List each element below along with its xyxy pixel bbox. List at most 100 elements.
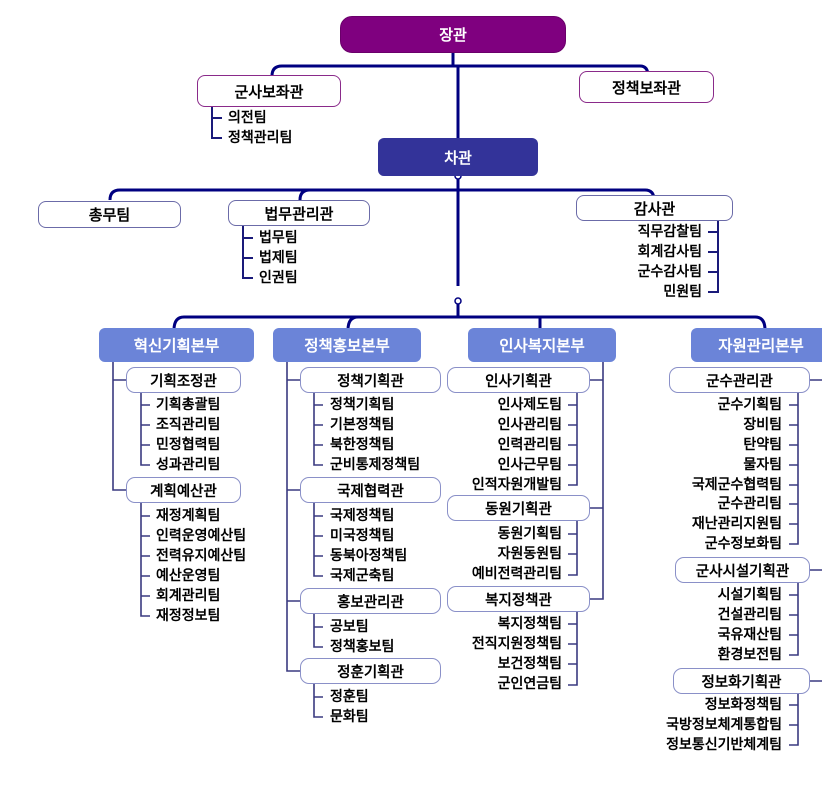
office-pr-management[interactable]: 홍보관리관 <box>300 588 441 614</box>
office-mobilization-planning[interactable]: 동원기획관 <box>447 495 590 521</box>
audit-office-box[interactable]: 감사관 <box>576 195 733 221</box>
team-item: 예산운영팀 <box>156 568 221 584</box>
minister-box[interactable]: 장관 <box>340 16 566 53</box>
team-item: 전력유지예산팀 <box>156 548 247 564</box>
vice-minister-box[interactable]: 차관 <box>378 138 538 176</box>
team-item: 인사근무팀 <box>497 457 562 473</box>
office-label: 군사시설기획관 <box>695 563 790 580</box>
team-item: 국제군수협력팀 <box>691 477 782 493</box>
team-item: 재정계획팀 <box>156 508 221 524</box>
team-item: 자원동원팀 <box>497 546 562 562</box>
hq-policy-pr[interactable]: 정책홍보본부 <box>273 328 421 362</box>
team-item: 국방정보체계통합팀 <box>666 717 782 733</box>
team-item: 회계관리팀 <box>156 588 221 604</box>
team-item: 정훈팀 <box>330 689 369 705</box>
team-item: 미국정책팀 <box>330 528 395 544</box>
office-label: 동원기획관 <box>485 501 552 518</box>
team-item: 인사제도팀 <box>497 397 562 413</box>
team-item: 정보화정책팀 <box>704 697 782 713</box>
team-logistics-audit: 군수감사팀 <box>637 264 702 280</box>
military-advisor-label: 군사보좌관 <box>234 82 304 101</box>
team-item: 군수정보화팀 <box>704 536 782 552</box>
general-affairs-box[interactable]: 총무팀 <box>38 201 181 228</box>
minister-label: 장관 <box>439 26 467 44</box>
office-label: 군수관리관 <box>706 373 773 390</box>
office-personnel-planning[interactable]: 인사기획관 <box>447 367 590 393</box>
office-label: 국제협력관 <box>337 483 404 500</box>
team-item: 인적자원개발팀 <box>471 477 562 493</box>
team-item: 국제정책팀 <box>330 508 395 524</box>
office-policy-planning[interactable]: 정책기획관 <box>300 367 441 393</box>
hq-label: 혁신기획본부 <box>133 337 220 355</box>
office-planning-coordination[interactable]: 기획조정관 <box>126 367 241 393</box>
hq-innovation-planning[interactable]: 혁신기획본부 <box>99 328 254 362</box>
team-item: 재정정보팀 <box>156 608 221 624</box>
team-civil-petition: 민원팀 <box>663 284 702 300</box>
team-item: 군인연금팀 <box>497 676 562 692</box>
office-label: 기획조정관 <box>150 373 217 390</box>
team-item: 인력관리팀 <box>497 437 562 453</box>
team-item: 재난관리지원팀 <box>691 516 782 532</box>
team-item: 동북아정책팀 <box>330 548 408 564</box>
office-logistics-management[interactable]: 군수관리관 <box>669 367 810 393</box>
legal-office-label: 법무관리관 <box>264 204 334 223</box>
team-item: 공보팀 <box>330 619 369 635</box>
office-label: 정훈기획관 <box>337 664 404 681</box>
team-item: 기본정책팀 <box>330 417 395 433</box>
office-military-facilities[interactable]: 군사시설기획관 <box>675 557 810 583</box>
team-item: 조직관리팀 <box>156 417 221 433</box>
hq-personnel-welfare[interactable]: 인사복지본부 <box>468 328 616 362</box>
office-label: 인사기획관 <box>485 373 552 390</box>
vice-minister-label: 차관 <box>444 148 472 167</box>
team-item: 기획총괄팀 <box>156 397 221 413</box>
team-item: 탄약팀 <box>743 437 782 453</box>
team-item: 군비통제정책팀 <box>330 457 421 473</box>
team-item: 전직지원정책팀 <box>471 636 562 652</box>
team-item: 국유재산팀 <box>717 627 782 643</box>
team-item: 복지정책팀 <box>497 616 562 632</box>
office-welfare-policy[interactable]: 복지정책관 <box>447 586 590 612</box>
team-item: 인사관리팀 <box>497 417 562 433</box>
team-item: 장비팀 <box>743 417 782 433</box>
team-legal: 법무팀 <box>259 230 298 246</box>
team-duty-inspection: 직무감찰팀 <box>637 224 702 240</box>
team-item: 성과관리팀 <box>156 457 221 473</box>
hq-label: 정책홍보본부 <box>304 337 390 355</box>
team-item: 정보통신기반체계팀 <box>666 737 782 753</box>
team-item: 동원기획팀 <box>497 526 562 542</box>
team-ceremony: 의전팀 <box>228 110 267 126</box>
team-item: 정책기획팀 <box>330 397 395 413</box>
team-item: 문화팀 <box>330 709 369 725</box>
team-item: 국제군축팀 <box>330 568 395 584</box>
team-policy-management: 정책관리팀 <box>228 130 293 146</box>
team-item: 군수관리팀 <box>717 496 782 512</box>
office-label: 정책기획관 <box>337 373 404 390</box>
team-item: 민정협력팀 <box>156 437 221 453</box>
team-item: 예비전력관리팀 <box>471 566 562 582</box>
hq-resource-management[interactable]: 자원관리본부 <box>691 328 822 362</box>
legal-office-box[interactable]: 법무관리관 <box>228 200 370 226</box>
policy-advisor-label: 정책보좌관 <box>611 78 681 97</box>
team-accounting-audit: 회계감사팀 <box>637 244 702 260</box>
office-label: 계획예산관 <box>150 483 217 500</box>
team-legislation: 법제팀 <box>259 250 298 266</box>
team-item: 보건정책팀 <box>497 656 562 672</box>
policy-advisor-box[interactable]: 정책보좌관 <box>579 71 714 103</box>
team-human-rights: 인권팀 <box>259 270 298 286</box>
office-informatization-planning[interactable]: 정보화기획관 <box>673 668 810 694</box>
team-item: 정책홍보팀 <box>330 639 395 655</box>
office-troop-information[interactable]: 정훈기획관 <box>300 658 441 684</box>
audit-office-label: 감사관 <box>633 199 676 218</box>
office-label: 홍보관리관 <box>337 594 404 611</box>
team-item: 북한정책팀 <box>330 437 395 453</box>
military-advisor-box[interactable]: 군사보좌관 <box>197 75 341 107</box>
office-plan-budget[interactable]: 계획예산관 <box>126 477 241 503</box>
team-item: 건설관리팀 <box>717 607 782 623</box>
general-affairs-label: 총무팀 <box>88 206 131 224</box>
team-item: 인력운영예산팀 <box>156 528 247 544</box>
office-international-cooperation[interactable]: 국제협력관 <box>300 477 441 503</box>
hq-label: 인사복지본부 <box>499 337 585 355</box>
team-item: 군수기획팀 <box>717 397 782 413</box>
office-label: 정보화기획관 <box>701 674 782 691</box>
